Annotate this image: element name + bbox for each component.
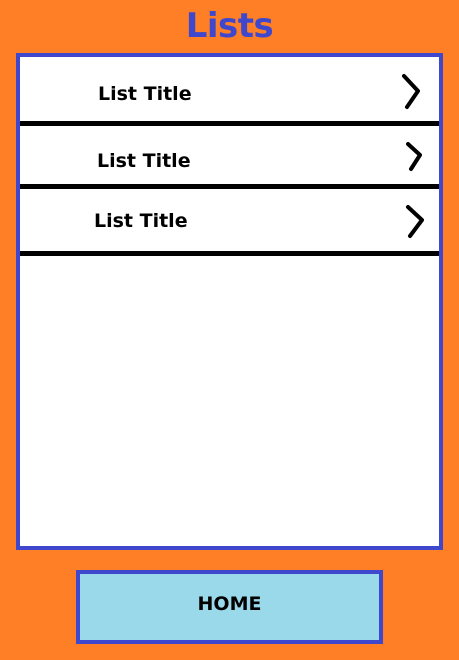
chevron-right-icon[interactable] xyxy=(404,204,428,240)
list-divider xyxy=(20,251,439,256)
home-button-label: HOME xyxy=(197,593,262,615)
list-item-3[interactable]: List Title xyxy=(20,189,439,251)
list-item-label: List Title xyxy=(98,83,192,105)
list-item-label: List Title xyxy=(97,150,191,172)
page-title: Lists xyxy=(185,6,274,46)
chevron-right-icon[interactable] xyxy=(404,141,426,173)
list-divider xyxy=(20,184,439,189)
list-panel: List Title List Title List Title xyxy=(16,53,443,550)
chevron-right-icon[interactable] xyxy=(400,73,422,111)
list-item-1[interactable]: List Title xyxy=(20,57,439,121)
home-button[interactable]: HOME xyxy=(76,570,383,644)
list-item-2[interactable]: List Title xyxy=(20,126,439,184)
list-divider xyxy=(20,121,439,126)
list-item-label: List Title xyxy=(94,210,188,232)
